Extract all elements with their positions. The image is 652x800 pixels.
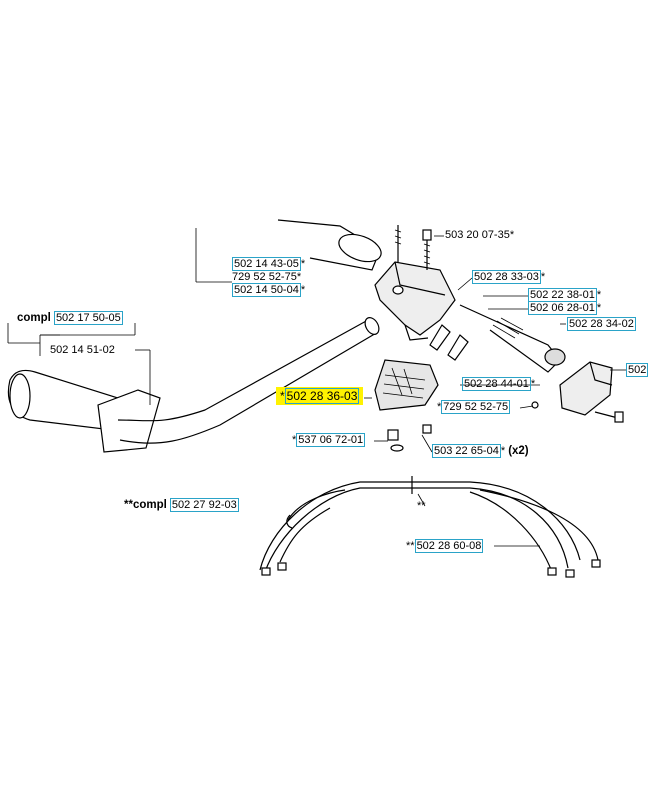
part-729-52-52-75-a[interactable]: 729 52 52-75: [232, 271, 297, 283]
label-502-28-34-02: 502 28 34-02: [567, 317, 636, 331]
star-mark: *: [292, 434, 297, 446]
label-502-22-38-01: 502 22 38-01*: [528, 288, 602, 302]
throttle-rod: [459, 304, 566, 373]
cable-harness: [259, 476, 601, 578]
star-mark: *: [500, 445, 506, 457]
screw-small: [531, 401, 539, 409]
main-shaft: [277, 219, 382, 271]
clamp-part: [374, 359, 439, 411]
star-mark: *: [540, 271, 546, 283]
part-502-partial[interactable]: 502: [626, 363, 649, 377]
label-502-partial: 502: [626, 363, 649, 377]
part-502-06-28-01[interactable]: 502 06 28-01: [528, 301, 597, 315]
star-mark: *: [596, 289, 602, 301]
bracket-housing: [374, 261, 456, 341]
label-502-14-43-05: 502 14 43-05*: [232, 257, 306, 271]
part-502-17-50-05[interactable]: 502 17 50-05: [53, 311, 123, 325]
label-compl-502-27-92-03: **compl 502 27 92-03: [124, 498, 239, 512]
part-502-28-33-03[interactable]: 502 28 33-03: [472, 270, 541, 284]
label-compl-502-17-50-05: compl 502 17 50-05: [17, 311, 123, 325]
part-502-28-36-03[interactable]: 502 28 36-03: [284, 388, 360, 404]
star-mark: *: [300, 258, 306, 270]
nut: [387, 429, 404, 452]
label-537-06-72-01: *537 06 72-01: [292, 433, 366, 447]
star-mark: *: [596, 302, 602, 314]
label-503-20-07-35: 503 20 07-35*: [445, 229, 514, 242]
assembly-arrows: [429, 324, 469, 361]
part-502-14-43-05[interactable]: 502 14 43-05: [232, 257, 301, 271]
label-502-14-50-04: 502 14 50-04*: [232, 283, 306, 297]
label-503-22-65-04: 503 22 65-04* (x2): [432, 444, 529, 458]
leader-lines: [7, 228, 626, 453]
label-double-star: **: [417, 500, 426, 513]
label-729-52-52-75-a: 729 52 52-75*: [232, 271, 301, 284]
part-502-14-51-02[interactable]: 502 14 51-02: [50, 344, 115, 356]
label-502-28-60-08: **502 28 60-08: [406, 539, 484, 553]
small-screw: [394, 225, 402, 262]
part-503-20-07-35[interactable]: 503 20 07-35: [445, 229, 510, 241]
trigger-cover: [559, 361, 624, 423]
part-537-06-72-01[interactable]: 537 06 72-01: [296, 433, 366, 447]
highlighted-part: *502 28 36-03: [276, 387, 364, 405]
star-mark: *: [530, 378, 536, 390]
label-729-52-52-75-b: *729 52 52-75: [437, 400, 511, 414]
part-502-27-92-03[interactable]: 502 27 92-03: [169, 498, 239, 512]
double-star-mark: **: [406, 540, 415, 552]
star-mark: *: [296, 271, 302, 283]
double-star-mark: **: [417, 500, 426, 512]
handle-grip: [7, 317, 380, 453]
screw-top: [422, 229, 432, 270]
label-502-14-51-02: 502 14 51-02: [50, 344, 115, 357]
label-502-28-33-03: 502 28 33-03*: [472, 270, 546, 284]
part-502-28-34-02[interactable]: 502 28 34-02: [567, 317, 636, 331]
part-503-22-65-04[interactable]: 503 22 65-04: [432, 444, 501, 458]
quantity-x2: (x2): [508, 445, 529, 457]
star-mark: *: [509, 229, 515, 241]
part-502-28-44-01[interactable]: 502 28 44-01: [462, 377, 531, 391]
label-502-28-36-03: *502 28 36-03: [276, 387, 364, 405]
part-502-22-38-01[interactable]: 502 22 38-01: [528, 288, 597, 302]
nut-2: [422, 424, 432, 434]
label-502-28-44-01: 502 28 44-01*: [462, 377, 536, 391]
star-mark: *: [280, 389, 285, 403]
star-mark: *: [300, 284, 306, 296]
compl-label: compl: [17, 312, 51, 324]
part-729-52-52-75-b[interactable]: 729 52 52-75: [441, 400, 511, 414]
label-502-06-28-01: 502 06 28-01*: [528, 301, 602, 315]
compl-label-2: **compl: [124, 499, 167, 511]
part-502-28-60-08[interactable]: 502 28 60-08: [414, 539, 484, 553]
star-mark: *: [437, 401, 442, 413]
part-502-14-50-04[interactable]: 502 14 50-04: [232, 283, 301, 297]
